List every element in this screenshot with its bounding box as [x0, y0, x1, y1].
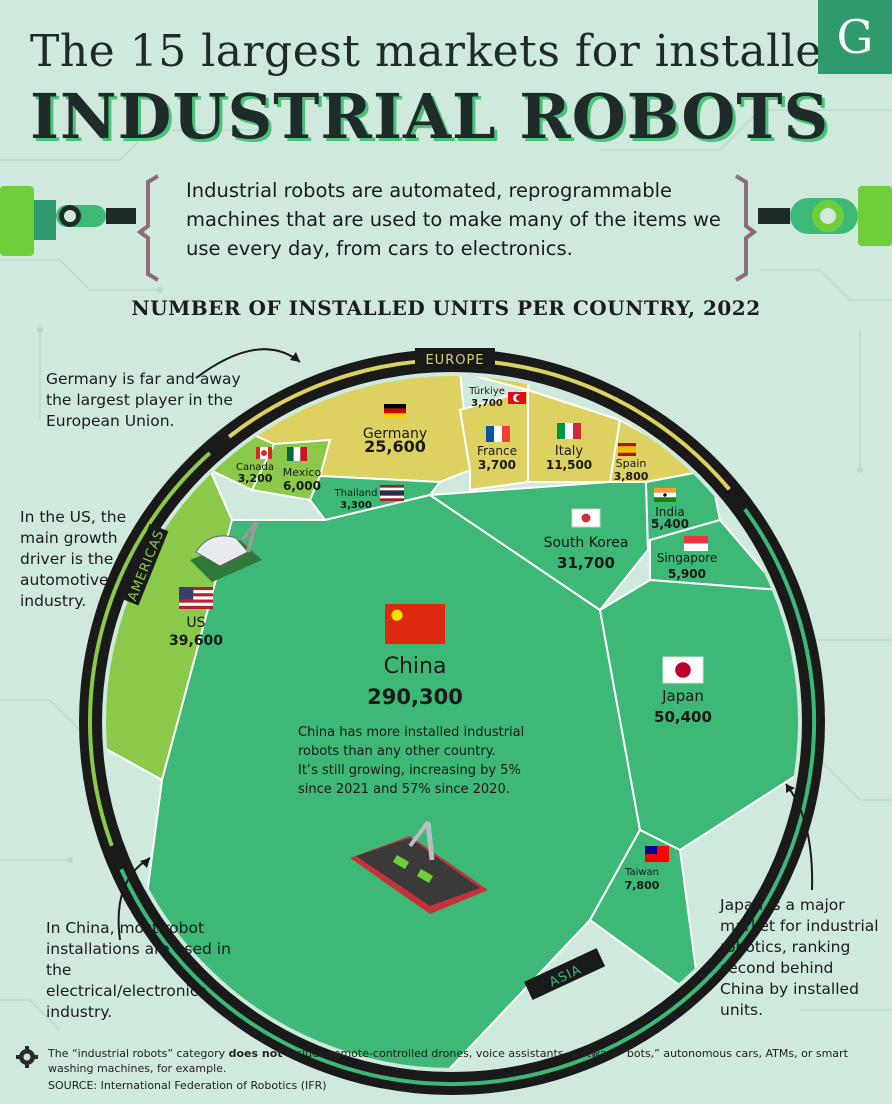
taiwan-flag-icon	[645, 846, 669, 862]
arrow-china	[117, 857, 151, 941]
value-singapore: 5,900	[668, 567, 706, 581]
label-italy: Italy	[555, 444, 584, 459]
note-us: In the US, the main growth driver is the…	[20, 508, 127, 610]
china-flag-icon	[385, 604, 445, 644]
label-taiwan: Taiwan	[624, 867, 659, 878]
value-france: 3,700	[478, 458, 516, 472]
china-note-line: It’s still growing, increasing by 5%	[298, 763, 521, 778]
india-flag-icon	[654, 488, 676, 502]
label-india: India	[655, 505, 684, 519]
value-south-korea: 31,700	[557, 554, 615, 572]
brand-logo: G	[818, 0, 892, 74]
car-assembly-illustration	[190, 521, 262, 582]
value-spain: 3,800	[614, 470, 649, 483]
note-germany: Germany is far and away the largest play…	[46, 370, 241, 430]
left-robot-arm-icon	[0, 186, 136, 256]
arrow-germany	[195, 348, 301, 379]
label-thailand: Thailand	[334, 488, 378, 499]
value-thailand: 3,300	[340, 500, 372, 511]
label-china: China	[384, 654, 447, 679]
turkiye-flag-icon	[508, 392, 526, 404]
value-china: 290,300	[367, 685, 463, 709]
china-note-line: robots than any other country.	[298, 744, 496, 759]
source-text: SOURCE: International Federation of Robo…	[48, 1079, 327, 1092]
label-canada: Canada	[236, 462, 274, 473]
page-title-line1: The 15 largest markets for installed	[30, 26, 851, 77]
south-korea-flag-icon	[571, 508, 601, 528]
china-note-line: China has more installed industrial	[298, 725, 524, 740]
germany-flag-icon	[384, 404, 406, 418]
france-flag-icon	[486, 426, 510, 442]
label-us: US	[186, 615, 205, 631]
gear-icon	[16, 1046, 38, 1068]
note-japan: Japan is a major market for industrial r…	[720, 896, 879, 1019]
label-france: France	[477, 444, 517, 458]
label-germany: Germany	[363, 426, 427, 442]
spain-flag-icon	[618, 443, 636, 456]
us-flag-icon	[179, 587, 213, 609]
value-japan: 50,400	[654, 708, 712, 726]
value-us: 39,600	[169, 633, 223, 649]
value-taiwan: 7,800	[625, 879, 660, 892]
japan-flag-icon	[662, 656, 704, 684]
page-title-line2: INDUSTRIAL ROBOTS	[30, 80, 830, 153]
arrow-japan	[785, 783, 814, 891]
value-mexico: 6,000	[283, 479, 321, 493]
canada-flag-icon	[256, 447, 272, 459]
intro-text: Industrial robots are automated, reprogr…	[186, 179, 721, 260]
note-china: In China, most robot installations are u…	[46, 919, 231, 1021]
right-robot-arm-icon	[758, 186, 892, 246]
region-arc-americas	[88, 451, 212, 847]
cell-thailand	[308, 474, 442, 522]
thailand-flag-icon	[380, 485, 404, 501]
label-japan: Japan	[661, 687, 704, 705]
value-germany: 25,600	[364, 437, 426, 456]
label-spain: Spain	[616, 457, 647, 470]
value-t-rkiye: 3,700	[471, 398, 503, 409]
region-arc-asia	[119, 508, 816, 1086]
singapore-flag-icon	[684, 536, 708, 551]
value-italy: 11,500	[546, 458, 592, 472]
china-note-line: since 2021 and 57% since 2020.	[298, 782, 510, 797]
label-singapore: Singapore	[657, 551, 718, 565]
label-t-rkiye: Türkiye	[468, 386, 505, 397]
region-label-europe: EUROPE	[425, 353, 484, 368]
italy-flag-icon	[557, 423, 581, 439]
footnote: The “industrial robots” category does no…	[48, 1047, 848, 1075]
value-canada: 3,200	[238, 472, 273, 485]
chart-title: NUMBER OF INSTALLED UNITS PER COUNTRY, 2…	[131, 296, 761, 320]
conveyor-illustration	[350, 820, 488, 914]
value-india: 5,400	[651, 517, 689, 531]
mexico-flag-icon	[287, 447, 307, 461]
label-mexico: Mexico	[283, 466, 322, 479]
label-south-korea: South Korea	[544, 535, 629, 551]
